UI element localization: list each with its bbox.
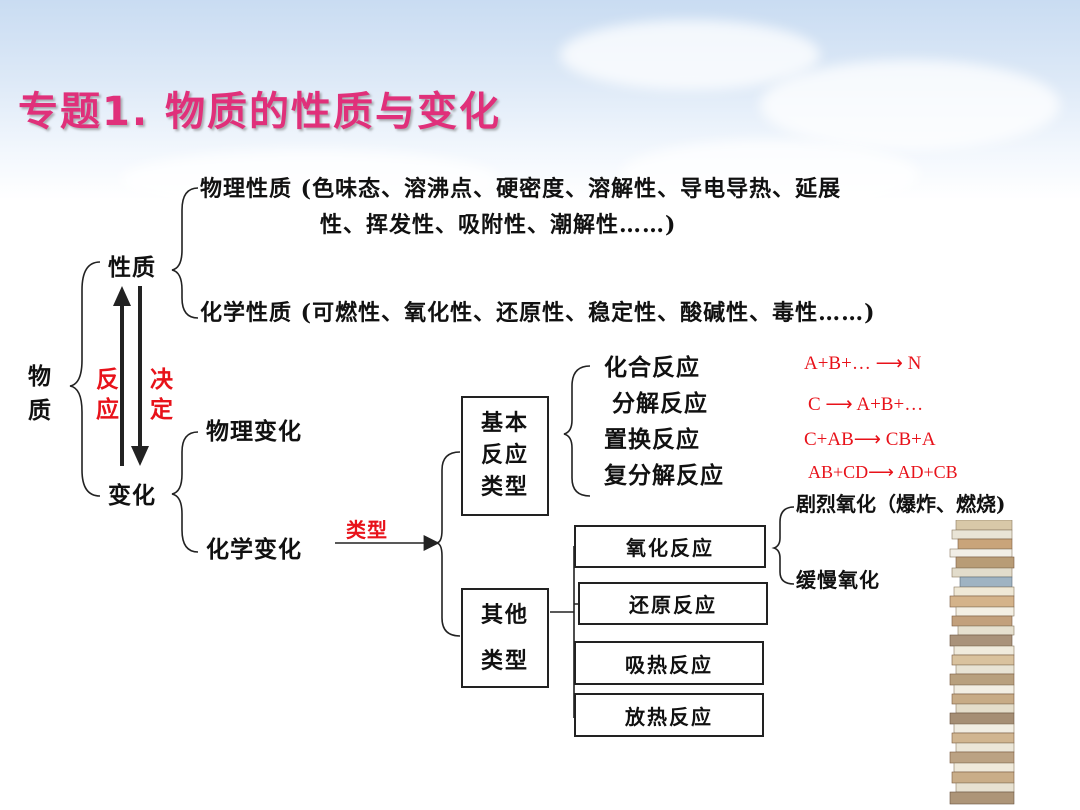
basic-item: 分解反应 — [612, 390, 708, 417]
basic-item: 置换反应 — [604, 426, 700, 453]
book — [953, 684, 1015, 695]
book — [957, 625, 1015, 636]
brace-basic — [563, 365, 591, 497]
book — [949, 712, 1015, 725]
violent-oxidation-label: 剧烈氧化（爆炸、燃烧) — [796, 492, 1006, 516]
book — [949, 673, 1015, 686]
other-box-line: 类型 — [480, 648, 529, 674]
exothermic-reaction-box: 放热反应 — [574, 693, 764, 737]
equation: C+AB⟶ CB+A — [804, 429, 936, 450]
book — [951, 567, 1013, 578]
equation: C ⟶ A+B+… — [808, 394, 924, 415]
book — [955, 703, 1015, 714]
brace-property — [171, 187, 199, 319]
book — [955, 664, 1015, 675]
basic-item: 化合反应 — [604, 354, 700, 381]
chemical-property-text: 化学性质 (可燃性、氧化性、还原性、稳定性、酸碱性、毒性……) — [200, 300, 876, 326]
book — [949, 751, 1015, 764]
brace-type — [435, 451, 461, 637]
endothermic-reaction-box: 吸热反应 — [574, 641, 764, 685]
type-label: 类型 — [346, 518, 388, 542]
sky-background — [0, 0, 1080, 210]
other-box-line: 其他 — [480, 601, 529, 628]
book — [955, 782, 1015, 793]
book — [949, 595, 1015, 608]
reaction-label: 反应 — [96, 366, 120, 423]
book — [953, 586, 1015, 597]
book — [951, 529, 1013, 540]
equation: A+B+… ⟶ N — [804, 353, 922, 374]
book — [953, 723, 1015, 734]
chemical-change-label: 化学变化 — [206, 536, 302, 563]
book — [951, 732, 1015, 744]
book — [955, 556, 1015, 569]
basic-box-line: 反应 — [480, 442, 529, 469]
physical-property-text: 物理性质 (色味态、溶沸点、硬密度、溶解性、导电导热、延展 — [200, 176, 842, 202]
reduction-reaction-box: 还原反应 — [578, 582, 768, 625]
basic-type-box: 基本 反应 类型 — [461, 396, 549, 516]
brace-change — [171, 431, 199, 553]
book — [953, 762, 1015, 773]
basic-item: 复分解反应 — [604, 462, 724, 489]
other-type-box: 其他 类型 — [461, 588, 549, 688]
book — [951, 771, 1015, 784]
book — [949, 548, 1013, 558]
book — [949, 791, 1015, 805]
oxidation-reaction-box: 氧化反应 — [574, 525, 766, 568]
physical-change-label: 物理变化 — [206, 418, 302, 445]
property-label: 性质 — [108, 254, 156, 281]
brace-oxidation — [771, 506, 795, 585]
brace-root — [69, 261, 101, 497]
equation: AB+CD⟶ AD+CB — [808, 462, 958, 482]
book — [955, 520, 1013, 531]
book — [951, 693, 1015, 705]
book — [953, 645, 1015, 656]
book-stack-image — [949, 520, 1015, 805]
slow-oxidation-label: 缓慢氧化 — [796, 568, 880, 592]
determine-label: 决定 — [150, 366, 174, 423]
root-label: 物质 — [28, 363, 52, 424]
book — [959, 576, 1013, 588]
book — [957, 538, 1013, 550]
book — [949, 634, 1013, 647]
basic-box-line: 类型 — [480, 473, 529, 500]
basic-box-line: 基本 — [480, 410, 529, 437]
book — [955, 742, 1015, 753]
physical-property-text-cont: 性、挥发性、吸附性、潮解性……) — [320, 212, 677, 238]
book — [951, 615, 1013, 627]
page-title: 专题1. 物质的性质与变化 — [18, 89, 501, 135]
book — [955, 606, 1015, 617]
change-label: 变化 — [108, 482, 156, 509]
book — [951, 654, 1015, 666]
